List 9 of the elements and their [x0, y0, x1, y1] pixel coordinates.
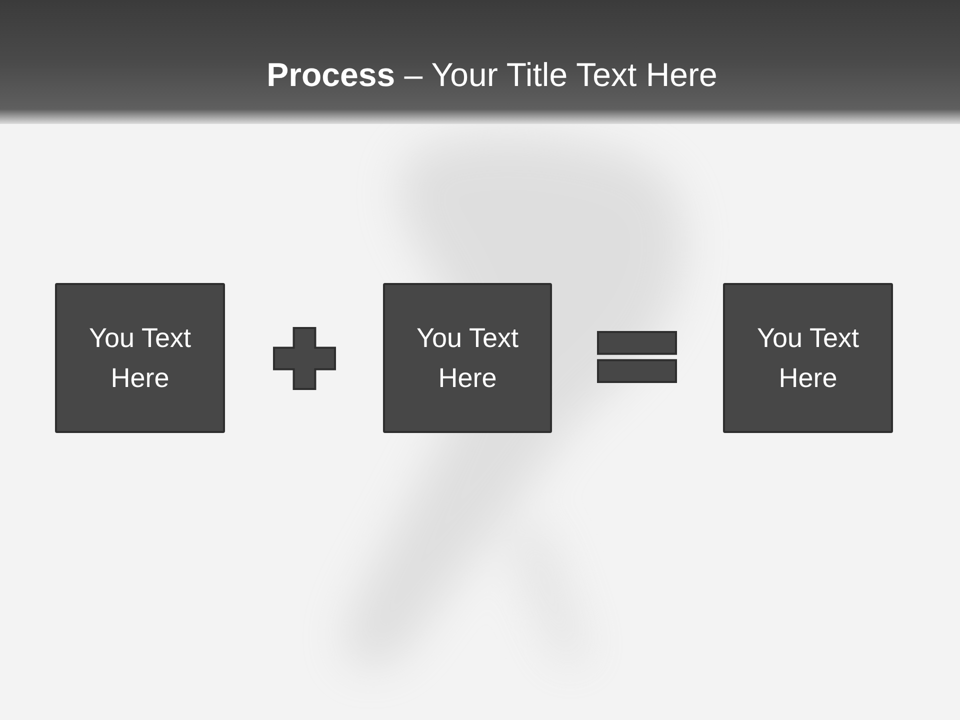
- box-text: You Text Here: [756, 322, 860, 395]
- box-text: You Text Here: [415, 322, 520, 395]
- process-box: [383, 283, 552, 433]
- title: Process – Your Title Text Here: [266, 55, 718, 95]
- process-box: [55, 283, 225, 433]
- box-text: You Text Here: [88, 322, 192, 395]
- equals-icon: [597, 331, 677, 383]
- plus-icon: [273, 327, 336, 390]
- process-box: [723, 283, 893, 433]
